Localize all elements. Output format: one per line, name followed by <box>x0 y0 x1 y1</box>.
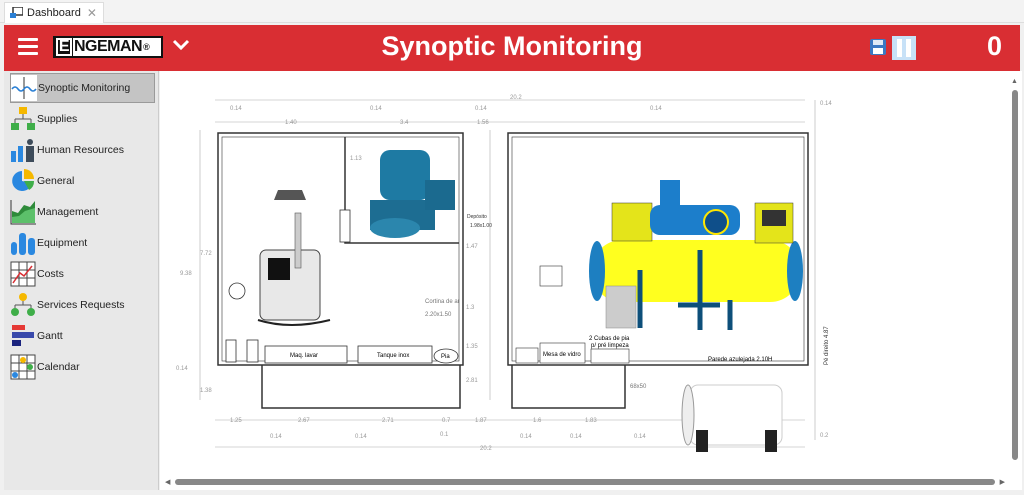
sidebar-item-label: Costs <box>37 268 64 280</box>
dim-label: 0.14 <box>634 434 646 440</box>
tab-label: Dashboard <box>27 7 81 19</box>
dim-label: 2.67 <box>298 418 310 424</box>
deposito-label: Depósito <box>467 214 487 220</box>
cubas-label-2: p/ pré limpeza <box>591 343 629 349</box>
dim-label: 0.14 <box>270 434 282 440</box>
dim-label: 0.14 <box>176 366 188 372</box>
pie-chart-icon <box>12 169 35 191</box>
tanque-inox-label: Tanque inox <box>377 353 409 359</box>
sidebar-item-general[interactable]: General <box>10 166 155 196</box>
dim-label: 0.14 <box>650 106 662 112</box>
horizontal-scrollbar[interactable]: ◀▶ <box>165 479 1005 486</box>
sidebar-item-label: Human Resources <box>37 144 124 156</box>
sidebar-item-costs[interactable]: Costs <box>10 259 155 289</box>
dim-label: 0.14 <box>475 106 487 112</box>
dim-label: 0.14 <box>820 101 832 107</box>
dim-label: 1.25 <box>230 418 242 424</box>
sidebar-item-label: Management <box>37 206 99 218</box>
chevron-down-icon[interactable] <box>172 38 190 52</box>
dim-label: 0.14 <box>355 434 367 440</box>
sidebar-item-label: Calendar <box>37 361 80 373</box>
dim-label: 3.4 <box>400 120 409 126</box>
dim-label: 2.81 <box>466 378 478 384</box>
dim-label: 0.1 <box>440 432 449 438</box>
vertical-scrollbar[interactable]: ▲ <box>1010 78 1020 478</box>
gantt-icon <box>12 325 34 346</box>
sidebar-item-supplies[interactable]: Supplies <box>10 104 155 134</box>
floor-plan[interactable]: 20.2 0.14 0.14 0.14 0.14 0.14 1.40 3.4 1… <box>160 71 1022 490</box>
parede-label: Parede azulejada 2.10H <box>708 357 772 363</box>
sidebar-item-services-requests[interactable]: Services Requests <box>10 290 155 320</box>
cortina-label: Cortina de ar <box>425 299 460 305</box>
dim-label: 1.40 <box>285 120 297 126</box>
menu-icon[interactable] <box>18 38 38 56</box>
dim-label: 0.14 <box>520 434 532 440</box>
sidebar-item-management[interactable]: Management <box>10 197 155 227</box>
tank-image <box>681 384 783 452</box>
dim-label: 2.71 <box>382 418 394 424</box>
dashboard-icon <box>10 7 23 18</box>
dim-label: 20.2 <box>480 446 492 452</box>
alert-counter: 0 <box>986 31 1002 61</box>
page-title: Synoptic Monitoring <box>381 31 643 61</box>
cubas-label: 2 Cubas de pia <box>589 336 630 342</box>
dim-label: 0.2 <box>820 433 829 439</box>
dim-label: 1.3 <box>466 305 475 311</box>
pause-button[interactable] <box>892 36 916 60</box>
tab-dashboard[interactable]: Dashboard ✕ <box>4 2 104 23</box>
pia-label: Pia <box>441 354 450 360</box>
right-room-fixtures: Mesa de vidro 2 Cubas de pia p/ pré limp… <box>515 180 830 390</box>
dim-label: 1.6 <box>533 418 542 424</box>
sidebar-item-equipment[interactable]: Equipment <box>10 228 155 258</box>
pe-direito-label: Pé direito 4.87 <box>824 326 830 365</box>
synoptic-icon <box>11 75 37 101</box>
tab-bar: Dashboard ✕ <box>0 0 1024 23</box>
compressor-image: Depósito 1.98x1.00 <box>370 150 492 238</box>
dim-label: 1.83 <box>585 418 597 424</box>
dim-label: 1.13 <box>350 156 362 162</box>
equipment-icon <box>11 233 35 255</box>
deposito-size-label: 1.98x1.00 <box>470 223 492 229</box>
dim-label: 1.87 <box>475 418 487 424</box>
supplies-icon <box>11 107 35 130</box>
dim-label: 0.14 <box>230 106 242 112</box>
close-icon[interactable]: ✕ <box>86 6 97 20</box>
sidebar-item-label: Services Requests <box>37 299 125 311</box>
sidebar-item-synoptic-monitoring[interactable]: Synoptic Monitoring <box>10 73 155 103</box>
sidebar-item-label: General <box>37 175 75 187</box>
dim-label: 1.38 <box>200 388 212 394</box>
dim-label: 20.2 <box>510 95 522 101</box>
sidebar-item-human-resources[interactable]: Human Resources <box>10 135 155 165</box>
dim-label: 0.14 <box>370 106 382 112</box>
dimension-lines: 20.2 0.14 0.14 0.14 0.14 0.14 1.40 3.4 1… <box>176 95 832 452</box>
mesa-vidro-label: Mesa de vidro <box>543 352 581 358</box>
sidebar-item-label: Synoptic Monitoring <box>38 82 131 94</box>
sidebar-item-label: Equipment <box>37 237 88 249</box>
left-room-fixtures: Maq. lavar Tanque inox Pia Cortina de ar… <box>225 190 460 364</box>
human-resources-icon <box>11 139 34 162</box>
dim-label: 1.56 <box>477 120 489 126</box>
costs-icon <box>10 261 36 287</box>
dim-label: 7.72 <box>200 251 212 257</box>
dim-label: 1.35 <box>466 344 478 350</box>
sidebar-item-gantt[interactable]: Gantt <box>10 321 155 351</box>
sidebar-item-label: Gantt <box>37 330 63 342</box>
sidebar-item-label: Supplies <box>37 113 78 125</box>
maq-lavar-label: Maq. lavar <box>290 353 318 359</box>
sidebar: Synoptic Monitoring Supplies Human Resou… <box>4 71 159 490</box>
sidebar-item-calendar[interactable]: Calendar <box>10 352 155 382</box>
cortina-size-label: 2.20x1.50 <box>425 312 452 318</box>
calendar-icon <box>10 354 36 380</box>
save-icon[interactable] <box>870 39 886 55</box>
dim-label: 0.7 <box>442 418 451 424</box>
dim-label: 0.14 <box>570 434 582 440</box>
door-size-label: 68x50 <box>630 384 647 390</box>
area-chart-icon <box>10 200 36 225</box>
synoptic-canvas: 20.2 0.14 0.14 0.14 0.14 0.14 1.40 3.4 1… <box>160 71 1022 490</box>
services-requests-icon <box>11 293 35 316</box>
dim-label: 1.47 <box>466 244 478 250</box>
dim-label: 9.38 <box>180 271 192 277</box>
